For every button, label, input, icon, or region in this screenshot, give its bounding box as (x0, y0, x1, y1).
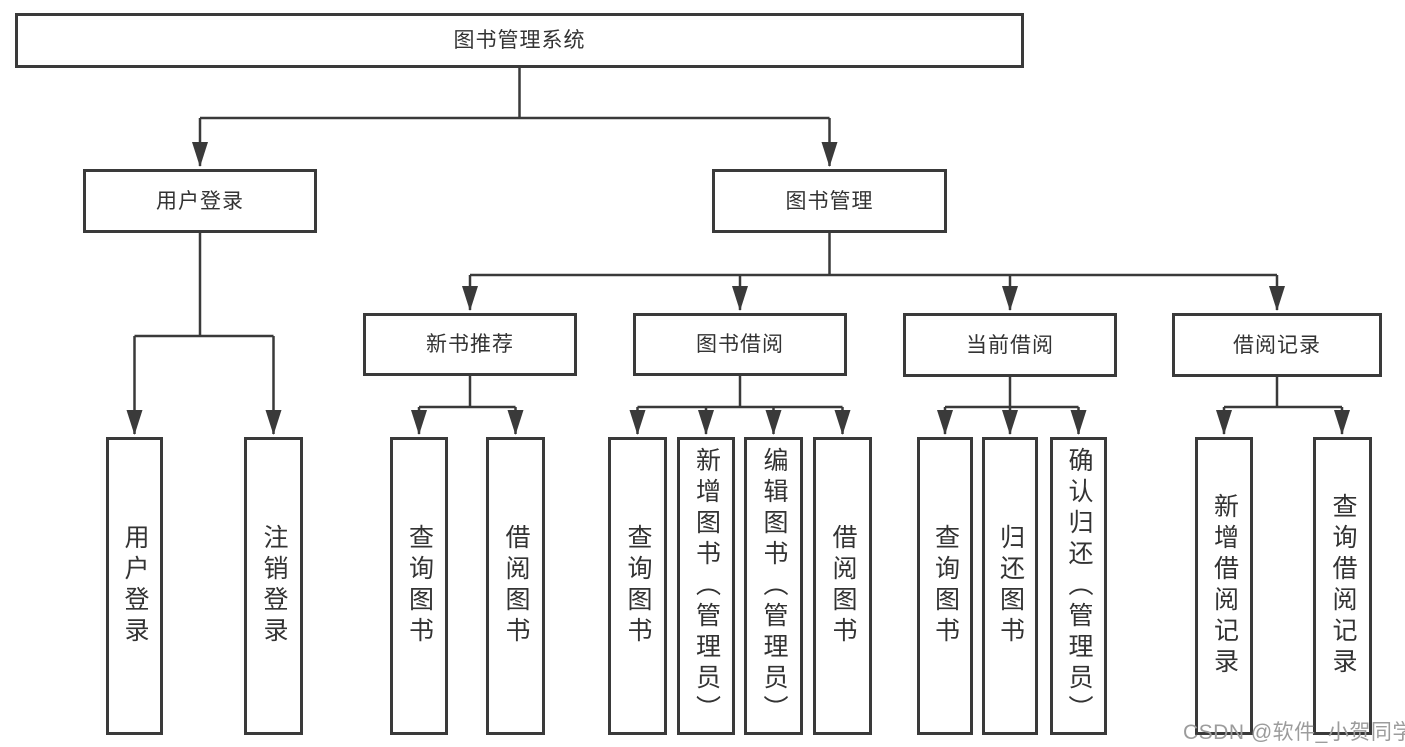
node-book-mgmt: 图书管理 (712, 169, 947, 233)
node-borrow-records: 借阅记录 (1172, 313, 1382, 377)
watermark: CSDN @软件_小贺同学 (1183, 721, 1405, 744)
node-label: 确认归还（管理员） (1065, 446, 1093, 726)
node-label: 查询图书 (624, 524, 652, 648)
node-label: 图书借阅 (696, 333, 784, 356)
node-bb-edit-books-admin: 编辑图书（管理员） (744, 437, 803, 735)
node-label: 查询图书 (931, 524, 960, 648)
node-label: 新增借阅记录 (1210, 493, 1239, 679)
node-br-add-record: 新增借阅记录 (1195, 437, 1253, 735)
node-bb-borrow-books: 借阅图书 (813, 437, 872, 735)
node-user-login: 用户登录 (83, 169, 317, 233)
node-label: 图书管理 (785, 189, 874, 213)
node-label: 当前借阅 (966, 333, 1054, 357)
node-rec-query-books: 查询图书 (390, 437, 448, 735)
node-book-borrow: 图书借阅 (633, 313, 847, 376)
node-leaf-logout: 注销登录 (244, 437, 303, 735)
connector-root (200, 68, 830, 120)
node-label: 图书管理系统 (453, 29, 586, 52)
node-bb-add-books-admin: 新增图书（管理员） (677, 437, 735, 735)
node-rec-borrow-books: 借阅图书 (486, 437, 545, 735)
node-label: 借阅图书 (829, 524, 857, 648)
node-cb-query-books: 查询图书 (917, 437, 973, 735)
node-leaf-user-login: 用户登录 (106, 437, 163, 735)
node-label: 编辑图书（管理员） (760, 446, 788, 726)
connector-new-book-rec (419, 376, 516, 409)
node-label: 用户登录 (121, 524, 149, 648)
node-label: 借阅图书 (502, 524, 530, 648)
node-label: 新书推荐 (426, 333, 514, 356)
node-label: 用户登录 (156, 189, 244, 213)
connector-book-borrow (637, 376, 843, 409)
node-new-book-recommend: 新书推荐 (363, 313, 577, 376)
node-label: 归还图书 (996, 524, 1025, 648)
node-label: 借阅记录 (1233, 333, 1321, 357)
node-label: 查询图书 (405, 524, 434, 648)
node-label: 新增图书（管理员） (692, 446, 721, 726)
connector-current-borrow (945, 376, 1079, 409)
connector-user-login (134, 233, 274, 338)
connector-book-mgmt (470, 233, 1277, 277)
node-current-borrow: 当前借阅 (903, 313, 1117, 377)
node-label: 注销登录 (260, 524, 288, 648)
node-cb-confirm-return-admin: 确认归还（管理员） (1050, 437, 1107, 735)
node-label: 查询借阅记录 (1329, 493, 1357, 679)
node-br-query-record: 查询借阅记录 (1313, 437, 1372, 735)
node-root: 图书管理系统 (15, 13, 1024, 68)
node-bb-query-books: 查询图书 (608, 437, 667, 735)
node-cb-return-books: 归还图书 (982, 437, 1038, 735)
connector-borrow-records (1224, 376, 1342, 409)
